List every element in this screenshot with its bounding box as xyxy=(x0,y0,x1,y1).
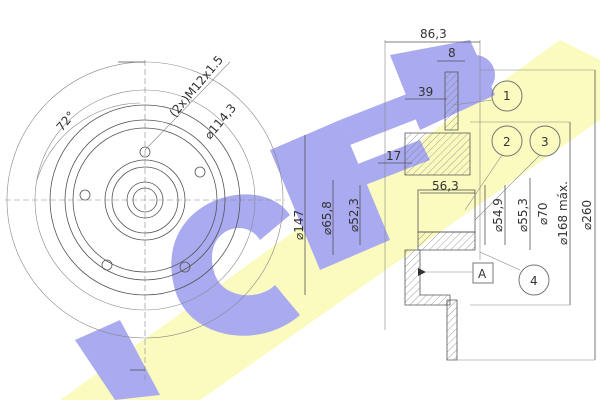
svg-text:3: 3 xyxy=(541,135,549,149)
svg-text:1: 1 xyxy=(503,89,511,103)
svg-text:A: A xyxy=(478,267,487,281)
bolt-circle-label: ⌀114,3 xyxy=(202,101,239,142)
dim-d260: ⌀260 xyxy=(580,200,594,230)
dim-d65: ⌀65,8 xyxy=(320,201,334,235)
callout-4: 4 xyxy=(479,251,550,296)
callout-1: 1 xyxy=(452,80,523,112)
dim-56: 56,3 xyxy=(432,179,459,193)
svg-text:2: 2 xyxy=(503,135,511,149)
angle-label: 72° xyxy=(54,109,78,134)
dim-d147: ⌀147 xyxy=(292,210,306,240)
front-view xyxy=(5,60,285,380)
dim-d168: ⌀168 máx. xyxy=(556,181,570,245)
dim-d54: ⌀54,9 xyxy=(491,198,505,232)
section-view xyxy=(304,40,596,361)
callout-2: 2 xyxy=(464,125,523,211)
datum-a: A xyxy=(418,262,494,284)
svg-text:4: 4 xyxy=(530,274,538,288)
dim-d52: ⌀52,3 xyxy=(347,198,361,232)
thread-label: (2x)M12x1.5 xyxy=(167,53,227,120)
dim-d70: ⌀70 xyxy=(536,203,550,226)
dim-39: 39 xyxy=(418,85,433,99)
dim-d55: ⌀55,3 xyxy=(516,198,530,232)
dim-17: 17 xyxy=(386,149,401,163)
dim-86: 86,3 xyxy=(420,27,447,41)
dim-8: 8 xyxy=(448,46,456,60)
callout-3: 3 xyxy=(474,125,561,221)
